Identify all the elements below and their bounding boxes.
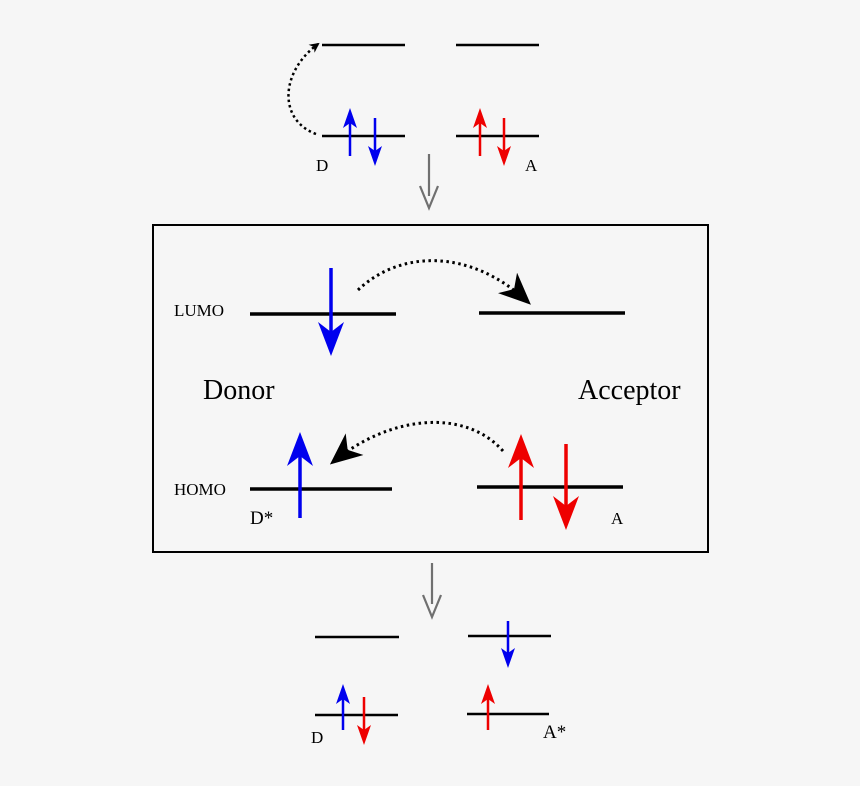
bottom-state xyxy=(315,621,551,745)
bottom-acceptor-spin-up-head xyxy=(481,684,495,704)
top-acceptor-spin-down-head xyxy=(497,146,511,166)
top-donor-spin-up-head xyxy=(343,108,357,128)
box-levels xyxy=(250,311,625,491)
bottom-donor-spin-down-head xyxy=(357,725,371,745)
box-acceptor-label: A xyxy=(611,509,624,528)
acceptor-homo-electrons xyxy=(508,434,579,530)
donor-title: Donor xyxy=(203,375,275,406)
top-donor-spin-down-head xyxy=(368,146,382,166)
top-excitation-arrow xyxy=(287,42,320,136)
donor-lumo-electron xyxy=(318,268,344,356)
top-acceptor-spin-up-head xyxy=(473,108,487,128)
homo-transfer-arrow xyxy=(329,420,505,465)
donor-homo-electron xyxy=(287,432,313,518)
lumo-label: LUMO xyxy=(174,301,225,320)
top-state xyxy=(287,42,539,166)
top-acceptor-label: A xyxy=(525,156,538,175)
step-arrow-2 xyxy=(421,563,443,620)
excited-donor-label: D* xyxy=(250,508,274,529)
lumo-transfer-arrow xyxy=(356,259,531,305)
bottom-acceptor-lumo-electron-head xyxy=(501,648,515,668)
bottom-donor-label: D xyxy=(311,728,324,747)
step-arrow-1 xyxy=(418,154,440,211)
excited-acceptor-label: A* xyxy=(543,722,567,743)
homo-label: HOMO xyxy=(174,480,226,499)
top-donor-label: D xyxy=(316,156,329,175)
bottom-donor-spin-up-head xyxy=(336,684,350,704)
charge-transfer-box xyxy=(152,224,709,553)
acceptor-title: Acceptor xyxy=(578,375,681,406)
